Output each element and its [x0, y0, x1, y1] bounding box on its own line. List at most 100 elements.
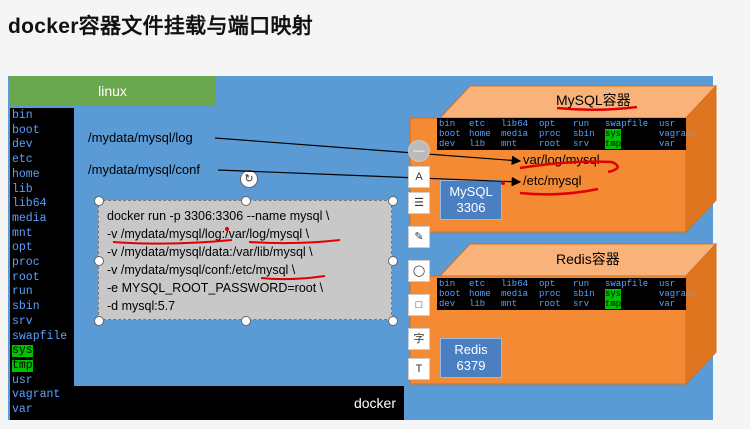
- container-dir-media: media: [501, 289, 529, 299]
- host-dir-run: run: [12, 285, 33, 299]
- host-dir-usr: usr: [12, 373, 33, 387]
- container-dir-usr: usr: [659, 119, 676, 129]
- command-line-2: -v /mydata/mysql/log:/var/log/mysql \: [107, 227, 310, 241]
- resize-handle-ne[interactable]: [388, 196, 398, 206]
- container-dir-run: run: [573, 279, 590, 289]
- container-dir-swapfile: swapfile: [605, 119, 649, 129]
- container-dir-bin: bin: [439, 279, 456, 289]
- container-dir-var: var: [659, 299, 676, 309]
- container-dir-media: media: [501, 129, 529, 139]
- container-dir-vagrant: vagrant: [659, 289, 697, 299]
- text-style-icon[interactable]: A: [408, 166, 430, 188]
- container-dir-home: home: [469, 129, 491, 139]
- mysql-port-name: MySQL: [449, 184, 493, 199]
- page-title: docker容器文件挂载与端口映射: [8, 15, 313, 38]
- floating-toolbar: — A ☰ ✎ ◯ □ 字 T: [408, 140, 432, 380]
- font-icon[interactable]: 字: [408, 328, 430, 350]
- container-dir-run: run: [573, 119, 590, 129]
- container-dir-sys: sys: [605, 129, 622, 139]
- resize-handle-e[interactable]: [388, 256, 398, 266]
- host-dir-mnt: mnt: [12, 226, 33, 240]
- container-dir-lib64: lib64: [501, 279, 529, 289]
- host-path-conf: /mydata/mysql/conf: [88, 162, 200, 177]
- textbox-icon[interactable]: T: [408, 358, 430, 380]
- host-dir-srv: srv: [12, 314, 33, 328]
- mysql-container-title: MySQL容器: [556, 92, 631, 108]
- mysql-conf-path: /etc/mysql: [523, 173, 582, 188]
- container-dir-tmp: tmp: [605, 299, 622, 309]
- host-dir-dev: dev: [12, 138, 33, 152]
- host-dir-boot: boot: [12, 123, 40, 137]
- layers-icon[interactable]: ☰: [408, 192, 430, 214]
- host-dir-opt: opt: [12, 241, 33, 255]
- container-dir-swapfile: swapfile: [605, 279, 649, 289]
- container-dir-lib: lib: [469, 139, 486, 149]
- container-dir-sbin: sbin: [573, 129, 595, 139]
- container-dir-etc: etc: [469, 279, 486, 289]
- border-icon[interactable]: □: [408, 294, 430, 316]
- container-dir-var: var: [659, 139, 676, 149]
- command-line-3: -v /mydata/mysql/data:/var/lib/mysql \: [107, 245, 313, 259]
- command-line-5: -e MYSQL_ROOT_PASSWORD=root \: [107, 281, 324, 295]
- container-dir-srv: srv: [573, 299, 590, 309]
- mysql-port-box: MySQL 3306: [440, 180, 502, 220]
- fill-bucket-icon[interactable]: ◯: [408, 260, 430, 282]
- docker-label: docker: [74, 386, 404, 420]
- resize-handle-se[interactable]: [388, 316, 398, 326]
- container-dir-home: home: [469, 289, 491, 299]
- resize-handle-sw[interactable]: [94, 316, 104, 326]
- container-dir-root: root: [539, 299, 561, 309]
- command-line-4: -v /mydata/mysql/conf:/etc/mysql \: [107, 263, 296, 277]
- resize-handle-w[interactable]: [94, 256, 104, 266]
- pen-icon[interactable]: ✎: [408, 226, 430, 248]
- container-dir-sys: sys: [605, 289, 622, 299]
- host-dir-home: home: [12, 167, 40, 181]
- host-dir-swapfile: swapfile: [12, 329, 68, 343]
- redis-port-number: 6379: [456, 358, 486, 373]
- mysql-port-number: 3306: [456, 200, 486, 215]
- command-line-6: -d mysql:5.7: [107, 299, 176, 313]
- container-dir-tmp: tmp: [605, 139, 622, 149]
- command-line-1: docker run -p 3306:3306 --name mysql \: [107, 209, 330, 223]
- container-dir-sbin: sbin: [573, 289, 595, 299]
- container-dir-opt: opt: [539, 119, 556, 129]
- host-dir-root: root: [12, 270, 40, 284]
- rotate-handle-icon[interactable]: ↻: [240, 170, 258, 188]
- container-dir-root: root: [539, 139, 561, 149]
- container-dir-srv: srv: [573, 139, 590, 149]
- command-textbox[interactable]: docker run -p 3306:3306 --name mysql \ -…: [98, 200, 392, 320]
- host-dir-sys: sys: [12, 344, 33, 358]
- container-dir-boot: boot: [439, 129, 461, 139]
- container-dir-bin: bin: [439, 119, 456, 129]
- linux-label: linux: [10, 76, 215, 106]
- host-dir-lib: lib: [12, 182, 33, 196]
- redis-port-name: Redis: [454, 342, 488, 357]
- container-dir-boot: boot: [439, 289, 461, 299]
- container-dir-lib: lib: [469, 299, 486, 309]
- container-dir-proc: proc: [539, 289, 561, 299]
- container-dir-opt: opt: [539, 279, 556, 289]
- container-dir-usr: usr: [659, 279, 676, 289]
- redis-port-box: Redis 6379: [440, 338, 502, 378]
- container-dir-mnt: mnt: [501, 299, 518, 309]
- host-dir-lib64: lib64: [12, 197, 47, 211]
- host-dir-vagrant: vagrant: [12, 388, 61, 402]
- container-dir-mnt: mnt: [501, 139, 518, 149]
- host-dir-media: media: [12, 211, 47, 225]
- collapse-icon[interactable]: —: [408, 140, 430, 162]
- container-dir-vagrant: vagrant: [659, 129, 697, 139]
- container-dir-lib64: lib64: [501, 119, 529, 129]
- container-dir-proc: proc: [539, 129, 561, 139]
- resize-handle-nw[interactable]: [94, 196, 104, 206]
- container-dir-dev: dev: [439, 299, 456, 309]
- host-dir-proc: proc: [12, 256, 40, 269]
- mysql-log-path: var/log/mysql: [523, 152, 600, 167]
- container-dir-etc: etc: [469, 119, 486, 129]
- host-dir-var: var: [12, 403, 33, 416]
- host-path-log: /mydata/mysql/log: [88, 130, 193, 145]
- resize-handle-s[interactable]: [241, 316, 251, 326]
- resize-handle-n[interactable]: [241, 196, 251, 206]
